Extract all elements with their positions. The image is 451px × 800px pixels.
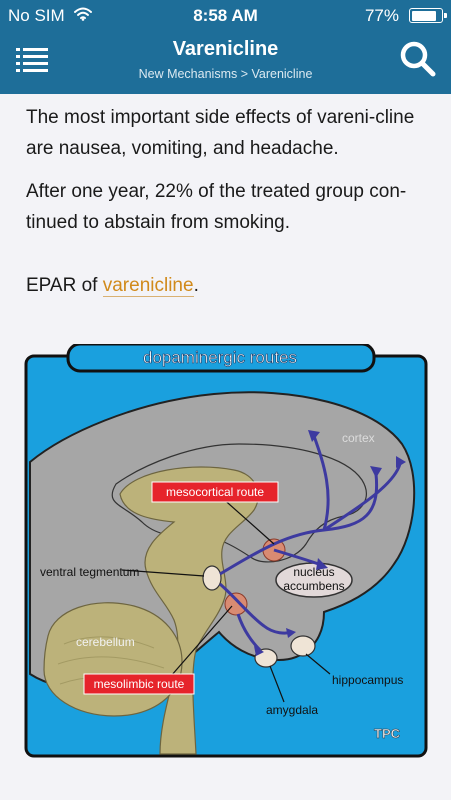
status-bar: No SIM 8:58 AM 77% [0,0,451,30]
amygdala-label: amygdala [266,703,318,717]
title-tab [66,344,376,373]
cortex-label: cortex [342,431,375,445]
cerebellum-label: cerebellum [76,635,135,649]
article-content: The most important side effects of varen… [0,94,451,800]
mesocortical-label: mesocortical route [166,485,264,499]
app-header: No SIM 8:58 AM 77% Varenicline New Mecha… [0,0,451,94]
hippocampus-label: hippocampus [332,673,403,687]
wifi-icon [74,7,92,21]
accumbens-label: accumbens [283,579,344,593]
hippocampus-node [290,635,316,657]
nucleus-label: nucleus [293,565,334,579]
carrier-label: No SIM [8,6,65,25]
list-icon[interactable] [16,46,48,74]
diagram-title: dopaminergic routes [143,348,297,367]
varenicline-link[interactable]: varenicline [102,275,194,297]
epar-prefix: EPAR of [26,275,103,296]
cerebellum-shape [43,602,183,717]
mesolimbic-target [224,592,248,616]
epar-suffix: . [193,275,199,296]
tpc-logo: TPC [374,726,401,741]
mesolimbic-label: mesolimbic route [94,677,185,691]
battery-percent: 77% [364,6,399,25]
paragraph-side-effects: The most important side effects of varen… [26,107,415,159]
battery-icon [409,8,447,23]
breadcrumb[interactable]: New Mechanisms > Varenicline [138,67,313,81]
search-icon[interactable] [399,40,437,78]
ventral-tegmentum-node [202,565,222,591]
clock: 8:58 AM [193,6,258,25]
paragraph-epar: EPAR of varenicline. [26,270,426,301]
ventral-tegmentum-label: ventral tegmentum [40,565,139,579]
paragraph-abstinence: After one year, 22% of the treated group… [26,181,407,233]
dopaminergic-routes-diagram: dopaminergic routes [24,344,428,758]
page-title: Varenicline [172,38,279,60]
